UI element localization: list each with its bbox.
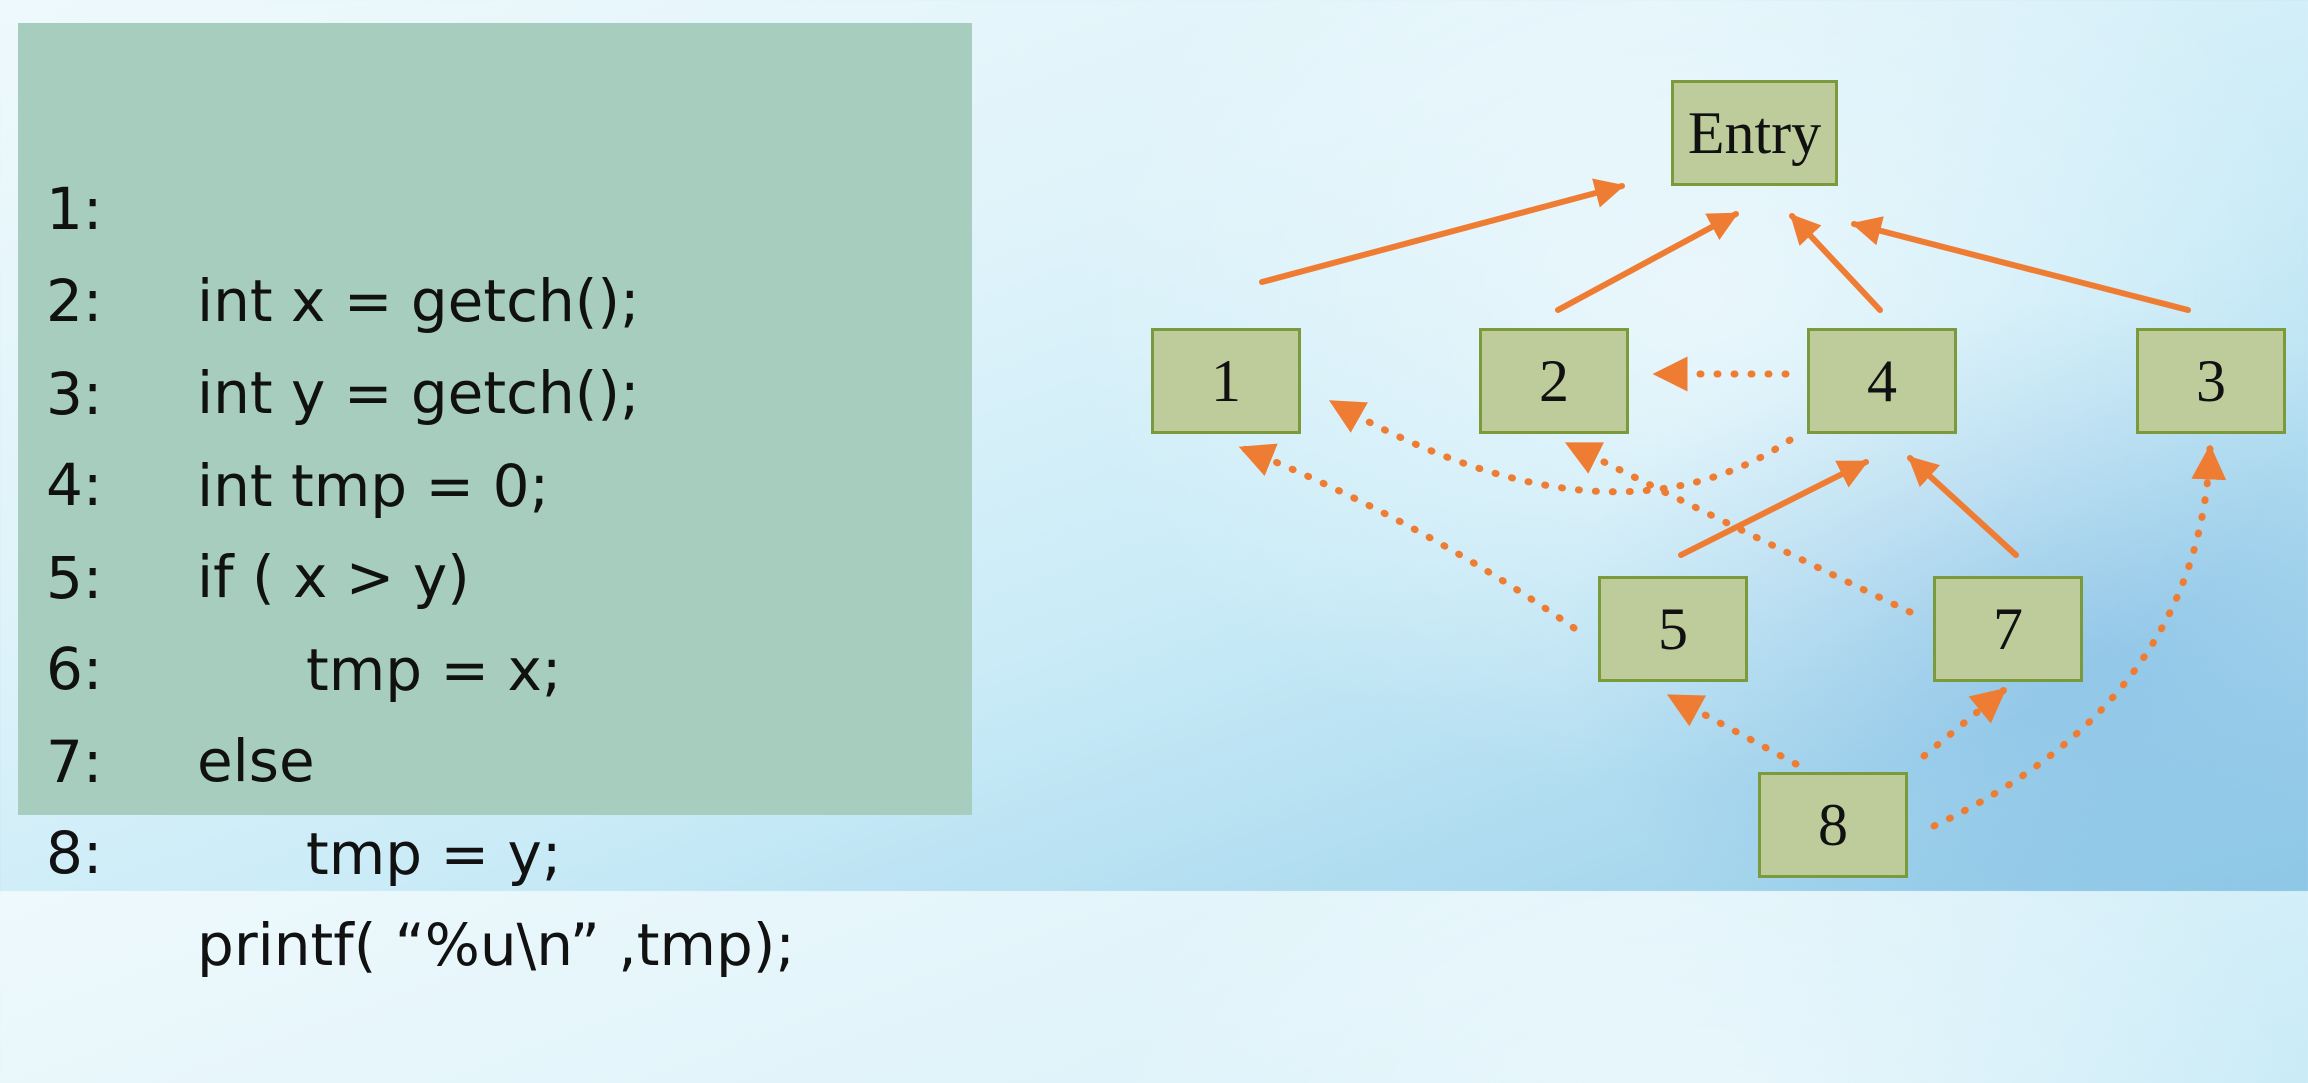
line-number: 2: [46,267,103,335]
edge-8-to-5 [1666,692,1800,768]
node-entry: Entry [1671,80,1838,186]
edge-4-to-entry [1789,213,1883,313]
line-number: 4: [46,451,103,519]
code-text: printf( “%u\n” ,tmp); [197,911,795,979]
line-number: 3: [46,360,103,428]
node-7: 7 [1933,576,2083,682]
line-number: 1: [46,175,103,243]
line-number: 7: [46,728,103,796]
code-line-3: 3: int tmp = 0; [46,256,549,520]
line-number: 8: [46,819,103,887]
node-5: 5 [1598,576,1748,682]
line-number: 6: [46,635,103,703]
edge-5-to-1 [1238,443,1578,632]
code-text: tmp = y; [306,820,562,888]
edge-5-to-4 [1678,459,1869,558]
edge-2-to-entry [1555,211,1739,313]
edge-8-to-3 [1930,444,2227,830]
code-text: else [197,727,315,795]
edge-8-to-7 [1920,686,2008,760]
code-line-4: 4: if ( x > y) [46,347,470,611]
code-line-5: 5: tmp = x; [46,440,561,704]
dependence-graph [1238,178,2227,830]
edge-3-to-entry [1851,216,2191,313]
edge-1-to-entry [1259,178,1625,285]
edge-7-to-2 [1564,440,1914,616]
node-8: 8 [1758,772,1908,878]
code-text: int y = getch(); [197,359,640,427]
edge-7-to-4 [1907,455,2019,558]
node-2: 2 [1479,328,1629,434]
node-4: 4 [1807,328,1957,434]
code-text: int x = getch(); [197,267,640,335]
code-line-2: 2: int y = getch(); [46,163,640,427]
code-line-1: 1: int x = getch(); [46,71,640,335]
node-1: 1 [1151,328,1301,434]
code-line-6: 6: else [46,531,315,795]
node-3: 3 [2136,328,2286,434]
code-line-7: 7: tmp = y; [46,624,561,888]
line-number: 5: [46,544,103,612]
code-text: if ( x > y) [197,543,470,611]
code-text: int tmp = 0; [197,452,550,520]
code-text: tmp = x; [306,636,562,704]
